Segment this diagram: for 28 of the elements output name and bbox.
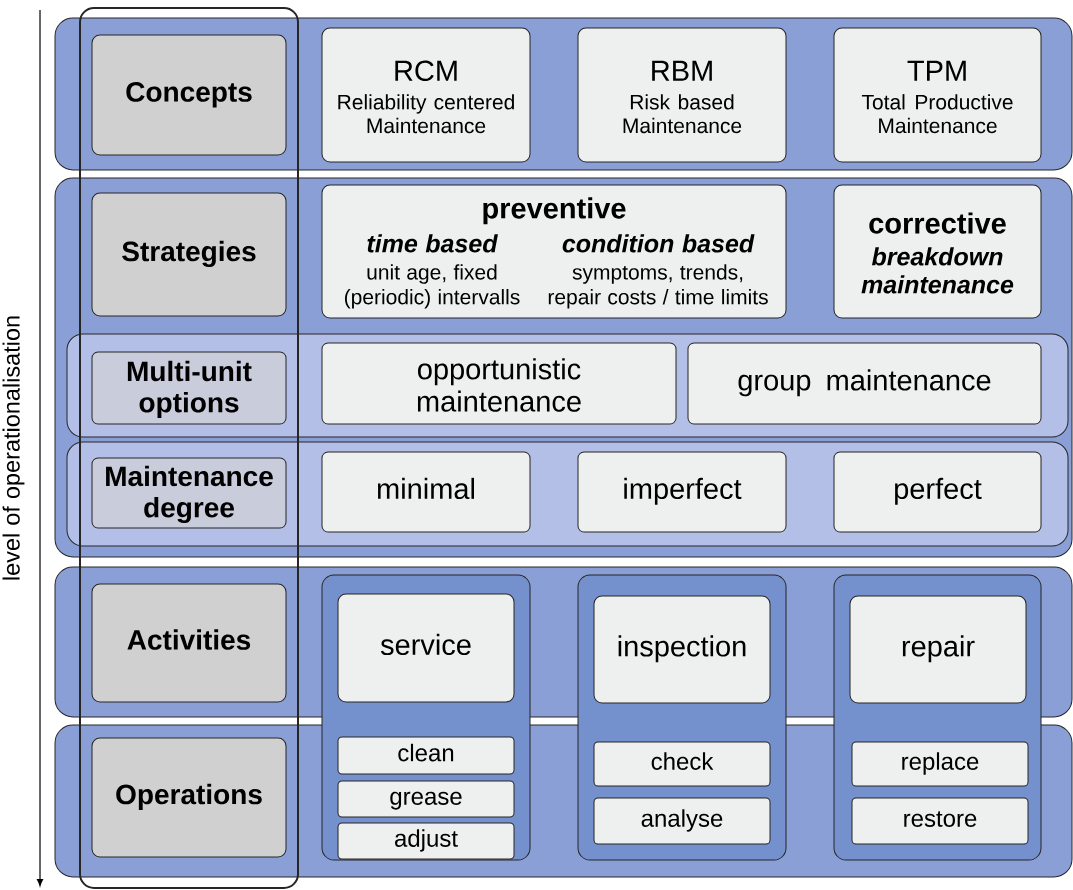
category-box: group maintenance — [687, 342, 1042, 425]
operation-box: analyse — [593, 797, 771, 845]
operation-box: replace — [851, 741, 1029, 787]
level-box: Concepts — [91, 34, 287, 156]
activity-box: repair — [849, 595, 1027, 704]
operation-box: grease — [337, 780, 515, 818]
operation-box: adjust — [337, 822, 515, 860]
level-box: Maintenance degree — [91, 457, 287, 529]
level-box: Multi-unit options — [91, 351, 287, 425]
operation-box: check — [593, 741, 771, 787]
category-box: RCM Reliability centered Maintenance — [321, 27, 531, 163]
category-box: imperfect — [577, 451, 787, 533]
operation-box: restore — [851, 797, 1029, 845]
category-box: RBM Risk based Maintenance — [577, 27, 787, 163]
category-box: opportunistic maintenance — [321, 342, 677, 425]
activity-box: service — [337, 593, 515, 703]
level-box: Strategies — [91, 192, 287, 317]
level-box: Operations — [91, 737, 287, 858]
operation-box: clean — [337, 736, 515, 775]
category-box: TPM Total Productive Maintenance — [833, 27, 1042, 163]
category-box: minimal — [321, 451, 531, 533]
axis-label: level of operationalisation — [2, 316, 25, 580]
column-frame — [79, 7, 299, 889]
level-box: Activities — [91, 583, 287, 703]
category-box: corrective breakdown maintenance — [833, 184, 1042, 319]
activity-box: inspection — [593, 595, 771, 704]
category-box: preventive time based unit age, fixed (periodic) intervalls condition based symptoms, trends, repair costs / time limits — [321, 184, 787, 319]
category-box: perfect — [833, 451, 1042, 533]
